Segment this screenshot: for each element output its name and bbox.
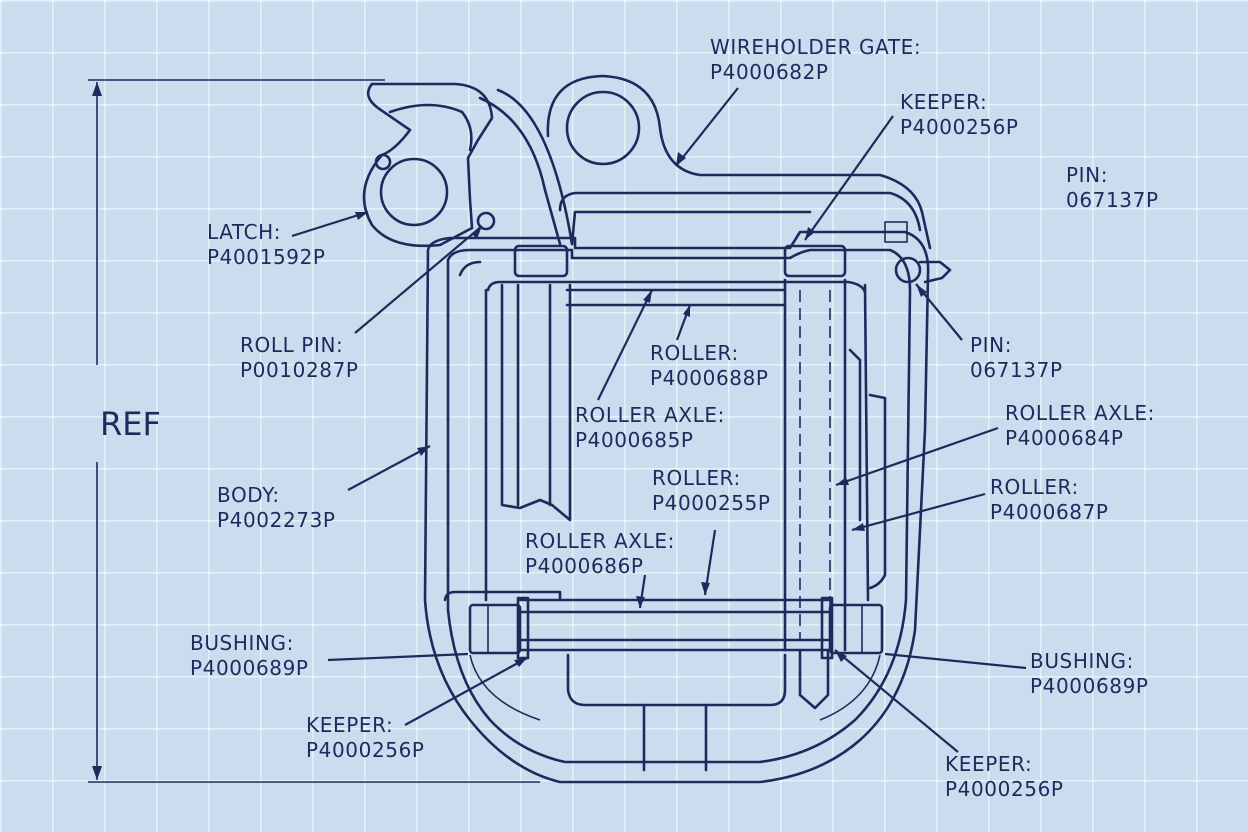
label-keeper-right: KEEPER: P4000256P — [945, 752, 1064, 802]
label-keeper-top: KEEPER: P4000256P — [900, 90, 1019, 140]
label-bushing-right: BUSHING: P4000689P — [1030, 649, 1149, 699]
lower-roller — [443, 590, 884, 772]
label-part-number: P4000682P — [710, 60, 829, 84]
label-name: ROLLER: — [652, 466, 741, 490]
label-part-number: P4000256P — [306, 738, 425, 762]
label-name: ROLLER AXLE: — [1005, 401, 1155, 425]
label-name: ROLLER: — [990, 475, 1079, 499]
label-part-number: P4000688P — [650, 366, 769, 390]
label-part-number: P0010287P — [240, 358, 359, 382]
label-wireholder-gate: WIREHOLDER GATE: P4000682P — [710, 35, 921, 85]
latch-part — [362, 82, 496, 248]
label-part-number: P4000686P — [525, 554, 644, 578]
label-name: PIN: — [1066, 163, 1109, 187]
label-part-number: P4000256P — [900, 115, 1019, 139]
label-part-number: P4000689P — [1030, 674, 1149, 698]
label-keeper-left: KEEPER: P4000256P — [306, 713, 425, 763]
label-part-number: P4000684P — [1005, 426, 1124, 450]
label-part-number: P4000687P — [990, 500, 1109, 524]
label-roller-axle-685: ROLLER AXLE: P4000685P — [575, 403, 725, 453]
label-name: BUSHING: — [1030, 649, 1134, 673]
label-roller-axle-686: ROLLER AXLE: P4000686P — [525, 529, 675, 579]
label-part-number: P4000685P — [575, 428, 694, 452]
upper-rollers — [500, 244, 847, 710]
label-part-number: 067137P — [1066, 188, 1159, 212]
label-name: BUSHING: — [190, 631, 294, 655]
label-name: KEEPER: — [306, 713, 394, 737]
ref-dimension-label: REF — [100, 405, 161, 443]
label-pin-right: PIN: 067137P — [970, 333, 1063, 383]
label-roll-pin: ROLL PIN: P0010287P — [240, 333, 359, 383]
label-part-number: P4000256P — [945, 777, 1064, 801]
label-part-number: P4001592P — [207, 245, 326, 269]
label-name: ROLLER AXLE: — [525, 529, 675, 553]
label-name: LATCH: — [207, 220, 282, 244]
label-part-number: P4002273P — [217, 508, 336, 532]
body-part — [423, 230, 930, 784]
label-name: BODY: — [217, 483, 280, 507]
label-body: BODY: P4002273P — [217, 483, 336, 533]
label-name: ROLLER: — [650, 341, 739, 365]
label-roller-688: ROLLER: P4000688P — [650, 341, 769, 391]
label-name: KEEPER: — [900, 90, 988, 114]
label-name: PIN: — [970, 333, 1013, 357]
label-bushing-left: BUSHING: P4000689P — [190, 631, 309, 681]
label-roller-687: ROLLER: P4000687P — [990, 475, 1109, 525]
wireholder-gate-part — [478, 74, 932, 250]
right-pin-part — [894, 256, 952, 284]
ref-dimension — [88, 79, 540, 783]
label-latch: LATCH: P4001592P — [207, 220, 326, 270]
leader-lines — [291, 87, 1027, 753]
label-part-number: 067137P — [970, 358, 1063, 382]
label-part-number: P4000255P — [652, 491, 771, 515]
label-roller-axle-684: ROLLER AXLE: P4000684P — [1005, 401, 1155, 451]
label-part-number: P4000689P — [190, 656, 309, 680]
label-name: KEEPER: — [945, 752, 1033, 776]
label-roller-255: ROLLER: P4000255P — [652, 466, 771, 516]
label-name: WIREHOLDER GATE: — [710, 35, 922, 59]
label-pin-top: PIN: 067137P — [1066, 163, 1159, 213]
label-name: ROLLER AXLE: — [575, 403, 725, 427]
label-name: ROLL PIN: — [240, 333, 344, 357]
